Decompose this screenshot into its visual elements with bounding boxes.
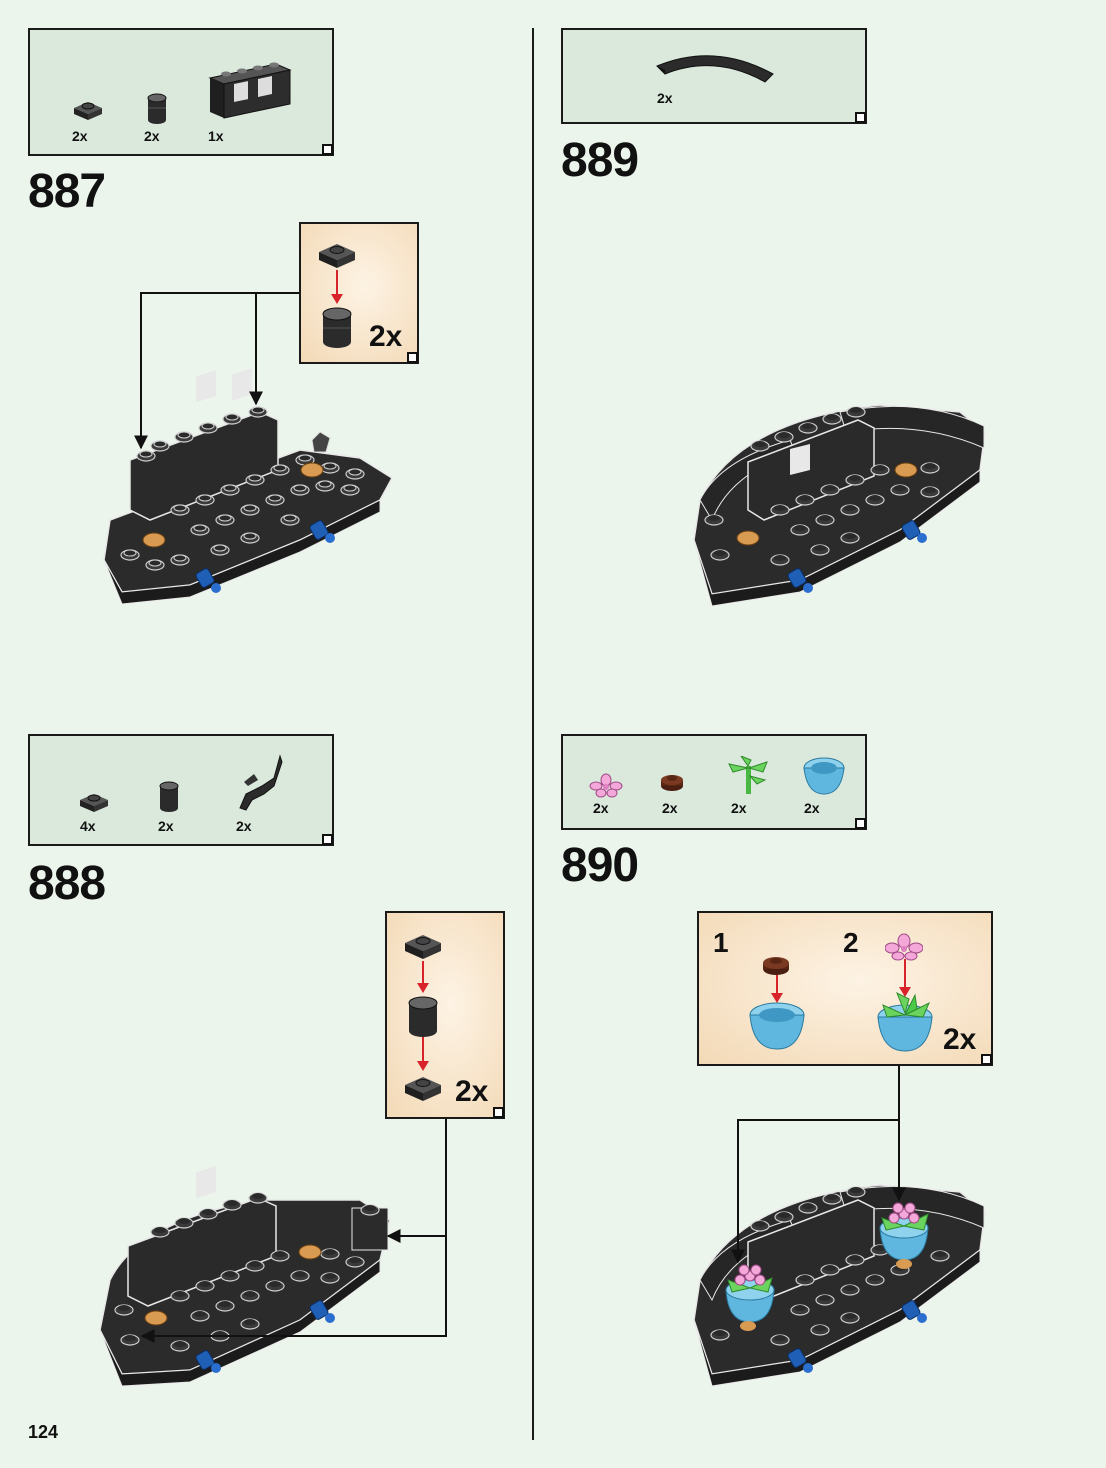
round-brick-icon (322, 307, 352, 348)
part-qty: 2x (662, 800, 678, 816)
model-888 (99, 1165, 391, 1387)
red-arrow-icon (417, 1037, 429, 1071)
callout-arrows-888 (140, 1119, 447, 1343)
step-number-888: 888 (28, 857, 106, 910)
fence-window-icon (208, 62, 292, 119)
corner-mark-icon (855, 818, 866, 829)
green-plant-icon (728, 756, 768, 794)
part-qty: 2x (804, 800, 820, 816)
round-brick-icon (408, 996, 438, 1037)
red-arrow-icon (417, 961, 429, 993)
part-qty: 2x (236, 818, 252, 834)
potted-plant (879, 1202, 929, 1269)
round-brick-icon (147, 93, 167, 124)
sub-assembly-box-890: 1 2 2x (697, 911, 993, 1066)
claw-icon (239, 754, 283, 811)
sub-assembly-box-887: 2x (299, 222, 419, 364)
parts-box-890: 2x 2x 2x 2x (561, 734, 867, 830)
curved-arch-icon (656, 55, 774, 83)
plate-1x1-icon (80, 794, 108, 812)
sub-step-number: 1 (713, 927, 729, 958)
model-889 (693, 404, 986, 607)
red-arrow-icon (331, 270, 343, 304)
plate-1x1-icon (405, 935, 441, 959)
callout-arrows-887 (134, 292, 299, 450)
sub-assembly-qty: 2x (369, 320, 403, 353)
corner-mark-icon (322, 834, 333, 845)
parts-box-889: 2x (561, 28, 867, 124)
corner-mark-icon (493, 1107, 504, 1118)
step-number-889: 889 (561, 134, 639, 187)
pink-flower-icon (885, 933, 923, 961)
pink-flower-icon (589, 773, 623, 798)
corner-mark-icon (407, 352, 418, 363)
part-qty: 4x (80, 818, 96, 834)
part-qty: 2x (731, 800, 747, 816)
blue-pot-icon (803, 757, 845, 795)
step-number-887: 887 (28, 165, 106, 218)
part-qty: 1x (208, 128, 224, 144)
corner-mark-icon (322, 144, 333, 155)
part-qty: 2x (158, 818, 174, 834)
model-890 (693, 1184, 986, 1387)
blue-pot-icon (749, 1002, 805, 1050)
round-brick-icon (159, 781, 179, 812)
plate-1x1-icon (74, 102, 102, 120)
sub-assembly-box-888: 2x (385, 911, 505, 1119)
red-arrow-icon (899, 959, 911, 997)
corner-mark-icon (981, 1054, 992, 1065)
callout-arrows-890 (731, 1066, 906, 1264)
blue-pot-with-plant-icon (877, 991, 933, 1052)
red-arrow-icon (771, 975, 783, 1003)
column-divider (532, 28, 534, 1440)
sub-step-number: 2 (843, 927, 859, 958)
part-qty: 2x (144, 128, 160, 144)
part-qty: 2x (72, 128, 88, 144)
part-qty: 2x (593, 800, 609, 816)
sub-assembly-qty: 2x (943, 1023, 977, 1056)
brown-round-plate-icon (661, 775, 683, 791)
corner-mark-icon (855, 112, 866, 123)
model-887 (103, 368, 393, 605)
step-number-890: 890 (561, 839, 639, 892)
page-number: 124 (28, 1422, 59, 1442)
parts-box-887: 2x 2x 1x (28, 28, 334, 156)
sub-assembly-qty: 2x (455, 1075, 489, 1108)
plate-1x1-icon (405, 1077, 441, 1101)
brown-round-plate-icon (763, 957, 789, 975)
plate-1x1-icon (319, 244, 355, 268)
part-qty: 2x (657, 90, 673, 106)
potted-plant (725, 1264, 775, 1331)
parts-box-888: 4x 2x 2x (28, 734, 334, 846)
